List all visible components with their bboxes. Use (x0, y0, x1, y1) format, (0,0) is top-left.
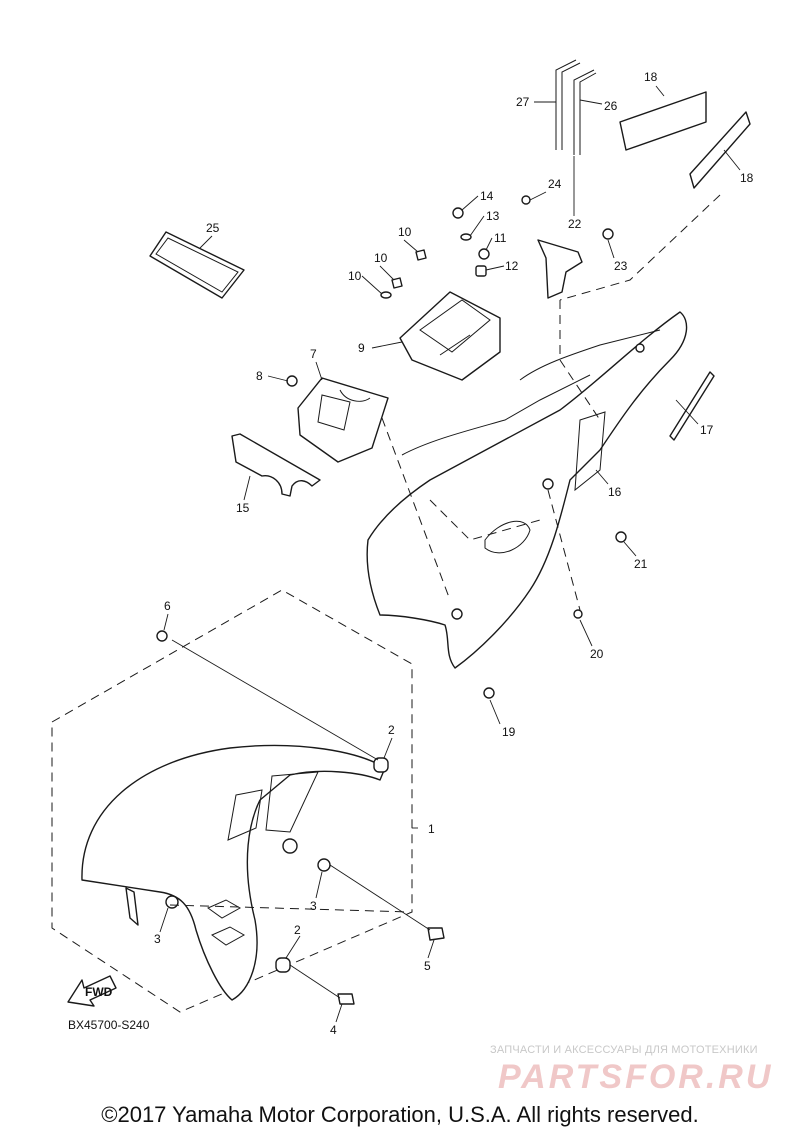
hook-wires (555, 59, 597, 155)
callout-10c: 10 (348, 269, 362, 283)
watermark-logo: PARTSFOR.RU (498, 1058, 774, 1096)
fwd-arrow: FWD (67, 975, 117, 1007)
electrical-box (297, 377, 389, 463)
callout-27: 27 (516, 95, 530, 109)
alignment-lines (169, 194, 721, 913)
seat-bracket (399, 291, 501, 381)
callout-14: 14 (480, 189, 494, 203)
callout-25: 25 (206, 221, 220, 235)
callout-2b: 2 (294, 923, 301, 937)
callout-8: 8 (256, 369, 263, 383)
callout-20: 20 (590, 647, 604, 661)
callout-2a: 2 (388, 723, 395, 737)
callout-22: 22 (568, 217, 582, 231)
cover-panel (231, 433, 321, 497)
callout-13: 13 (486, 209, 500, 223)
callout-23: 23 (614, 259, 628, 273)
copyright-notice: ©2017 Yamaha Motor Corporation, U.S.A. A… (101, 1102, 699, 1127)
callout-18a: 18 (644, 70, 658, 84)
rear-fender-tail (366, 311, 688, 669)
fender-assembly-boundary (51, 589, 413, 1013)
front-fender (81, 744, 386, 1001)
callout-16: 16 (608, 485, 622, 499)
callout-9: 9 (358, 341, 365, 355)
callout-6: 6 (164, 599, 171, 613)
rubber-strip (149, 231, 245, 299)
callout-3b: 3 (154, 932, 161, 946)
callout-17: 17 (700, 423, 714, 437)
leader-lines (159, 85, 741, 1023)
watermark-subtitle: ЗАПЧАСТИ И АКСЕССУАРЫ ДЛЯ МОТОТЕХНИКИ (490, 1044, 758, 1056)
small-fasteners (286, 207, 627, 699)
callout-5: 5 (424, 959, 431, 973)
callout-19: 19 (502, 725, 516, 739)
callout-18b: 18 (740, 171, 754, 185)
callout-26: 26 (604, 99, 618, 113)
callout-10a: 10 (398, 225, 412, 239)
damper-pads (619, 91, 751, 189)
callout-7: 7 (310, 347, 317, 361)
callout-3a: 3 (310, 899, 317, 913)
callout-15: 15 (236, 501, 250, 515)
fwd-label: FWD (85, 985, 113, 999)
callout-12: 12 (505, 259, 519, 273)
callout-1: 1 (428, 822, 435, 836)
callout-numbers: 1 2 2 3 3 4 5 6 7 8 9 10 10 10 11 12 13 … (154, 70, 754, 1037)
callout-11: 11 (494, 231, 507, 245)
callout-4: 4 (330, 1023, 337, 1037)
callout-24: 24 (548, 177, 562, 191)
fender-bolt-hardware (156, 630, 445, 1005)
lock-bracket (521, 195, 614, 299)
diagram-code: BX45700-S240 (68, 1018, 150, 1032)
strip (669, 371, 715, 441)
callout-21: 21 (634, 557, 648, 571)
callout-10b: 10 (374, 251, 388, 265)
